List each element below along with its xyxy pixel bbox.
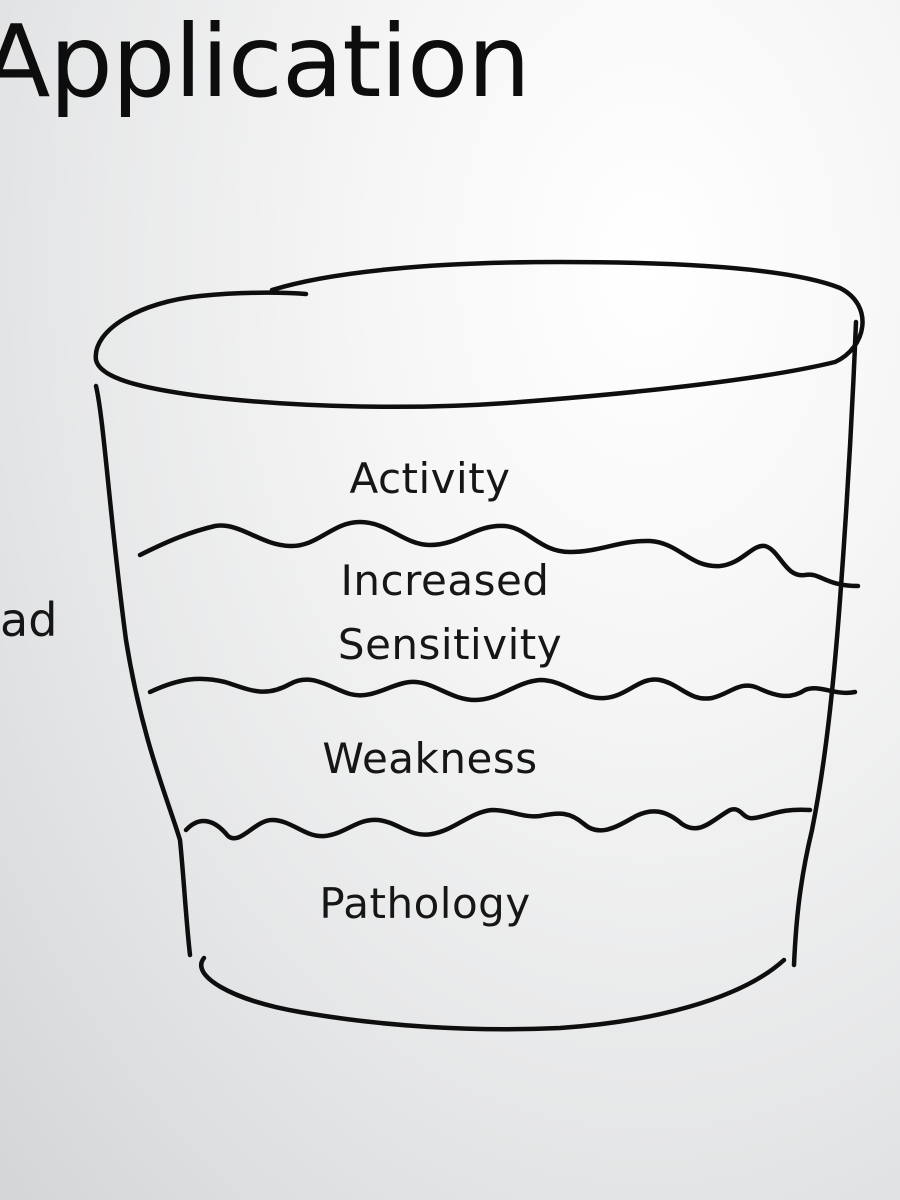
bucket-left-wall	[93, 383, 193, 958]
bucket-bottom	[199, 955, 787, 1032]
bucket-right-wall	[791, 319, 859, 968]
layer-label-increased: Increased	[340, 556, 550, 605]
slide-title: Application	[0, 3, 531, 120]
layer-divider-3	[183, 807, 813, 841]
layer-label-weakness: Weakness	[322, 734, 538, 783]
layer-label-activity: Activity	[349, 454, 511, 503]
layer-divider-1	[137, 519, 861, 589]
layer-label-sensitivity: Sensitivity	[337, 620, 563, 669]
layer-label-pathology: Pathology	[319, 879, 531, 928]
bucket-rim	[93, 259, 865, 410]
layer-divider-2	[147, 676, 858, 703]
side-text-fragment: ad	[0, 593, 58, 647]
